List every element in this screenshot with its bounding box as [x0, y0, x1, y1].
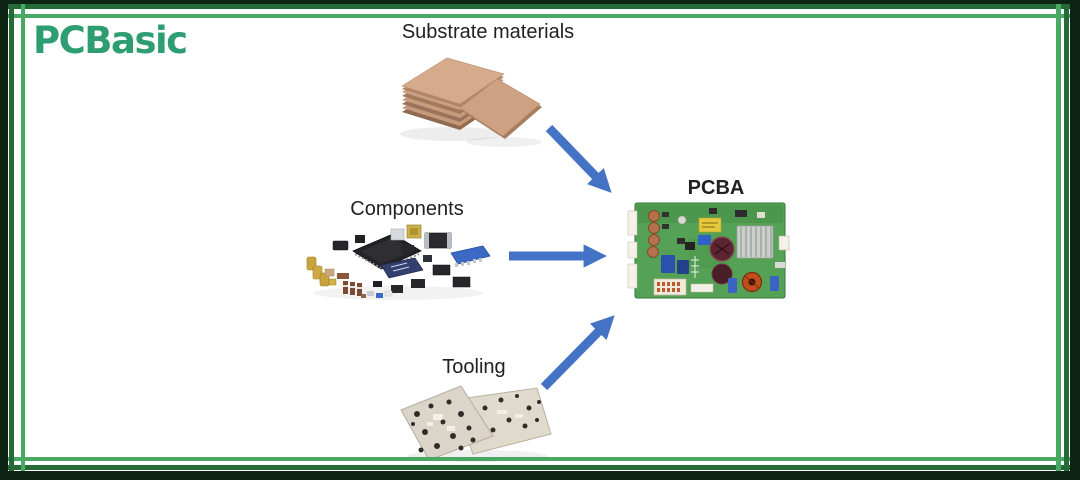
frame-line-bottom-light: [0, 457, 1080, 461]
frame-line-bottom-dark: [0, 465, 1080, 470]
tooling-label: Tooling: [442, 356, 506, 378]
arrow-substrate-to-pcba: [545, 124, 612, 193]
substrate-label: Substrate materials: [401, 21, 575, 43]
frame-line-left-dark: [9, 0, 14, 480]
frame-edge-bottom: [0, 471, 1080, 480]
frame-edge-left: [0, 0, 8, 480]
smt-stencil-photo: [400, 385, 552, 462]
substrate-laminate-stack-photo: [400, 57, 542, 147]
frame-line-top-light: [0, 14, 1080, 18]
frame-edge-top: [0, 0, 1080, 4]
electronic-components-photo: [306, 224, 491, 300]
frame-line-top-dark: [0, 4, 1080, 9]
frame-edge-right: [1070, 0, 1080, 480]
frame-line-left-light: [21, 0, 25, 480]
assembled-circuit-board-photo: [627, 202, 790, 299]
frame-line-right-light: [1056, 0, 1061, 480]
frame-line-right-dark: [1064, 0, 1069, 480]
pcba-label: PCBA: [687, 177, 745, 199]
components-label: Components: [350, 198, 464, 220]
pcbasic-logo: PCBasic: [33, 19, 188, 62]
